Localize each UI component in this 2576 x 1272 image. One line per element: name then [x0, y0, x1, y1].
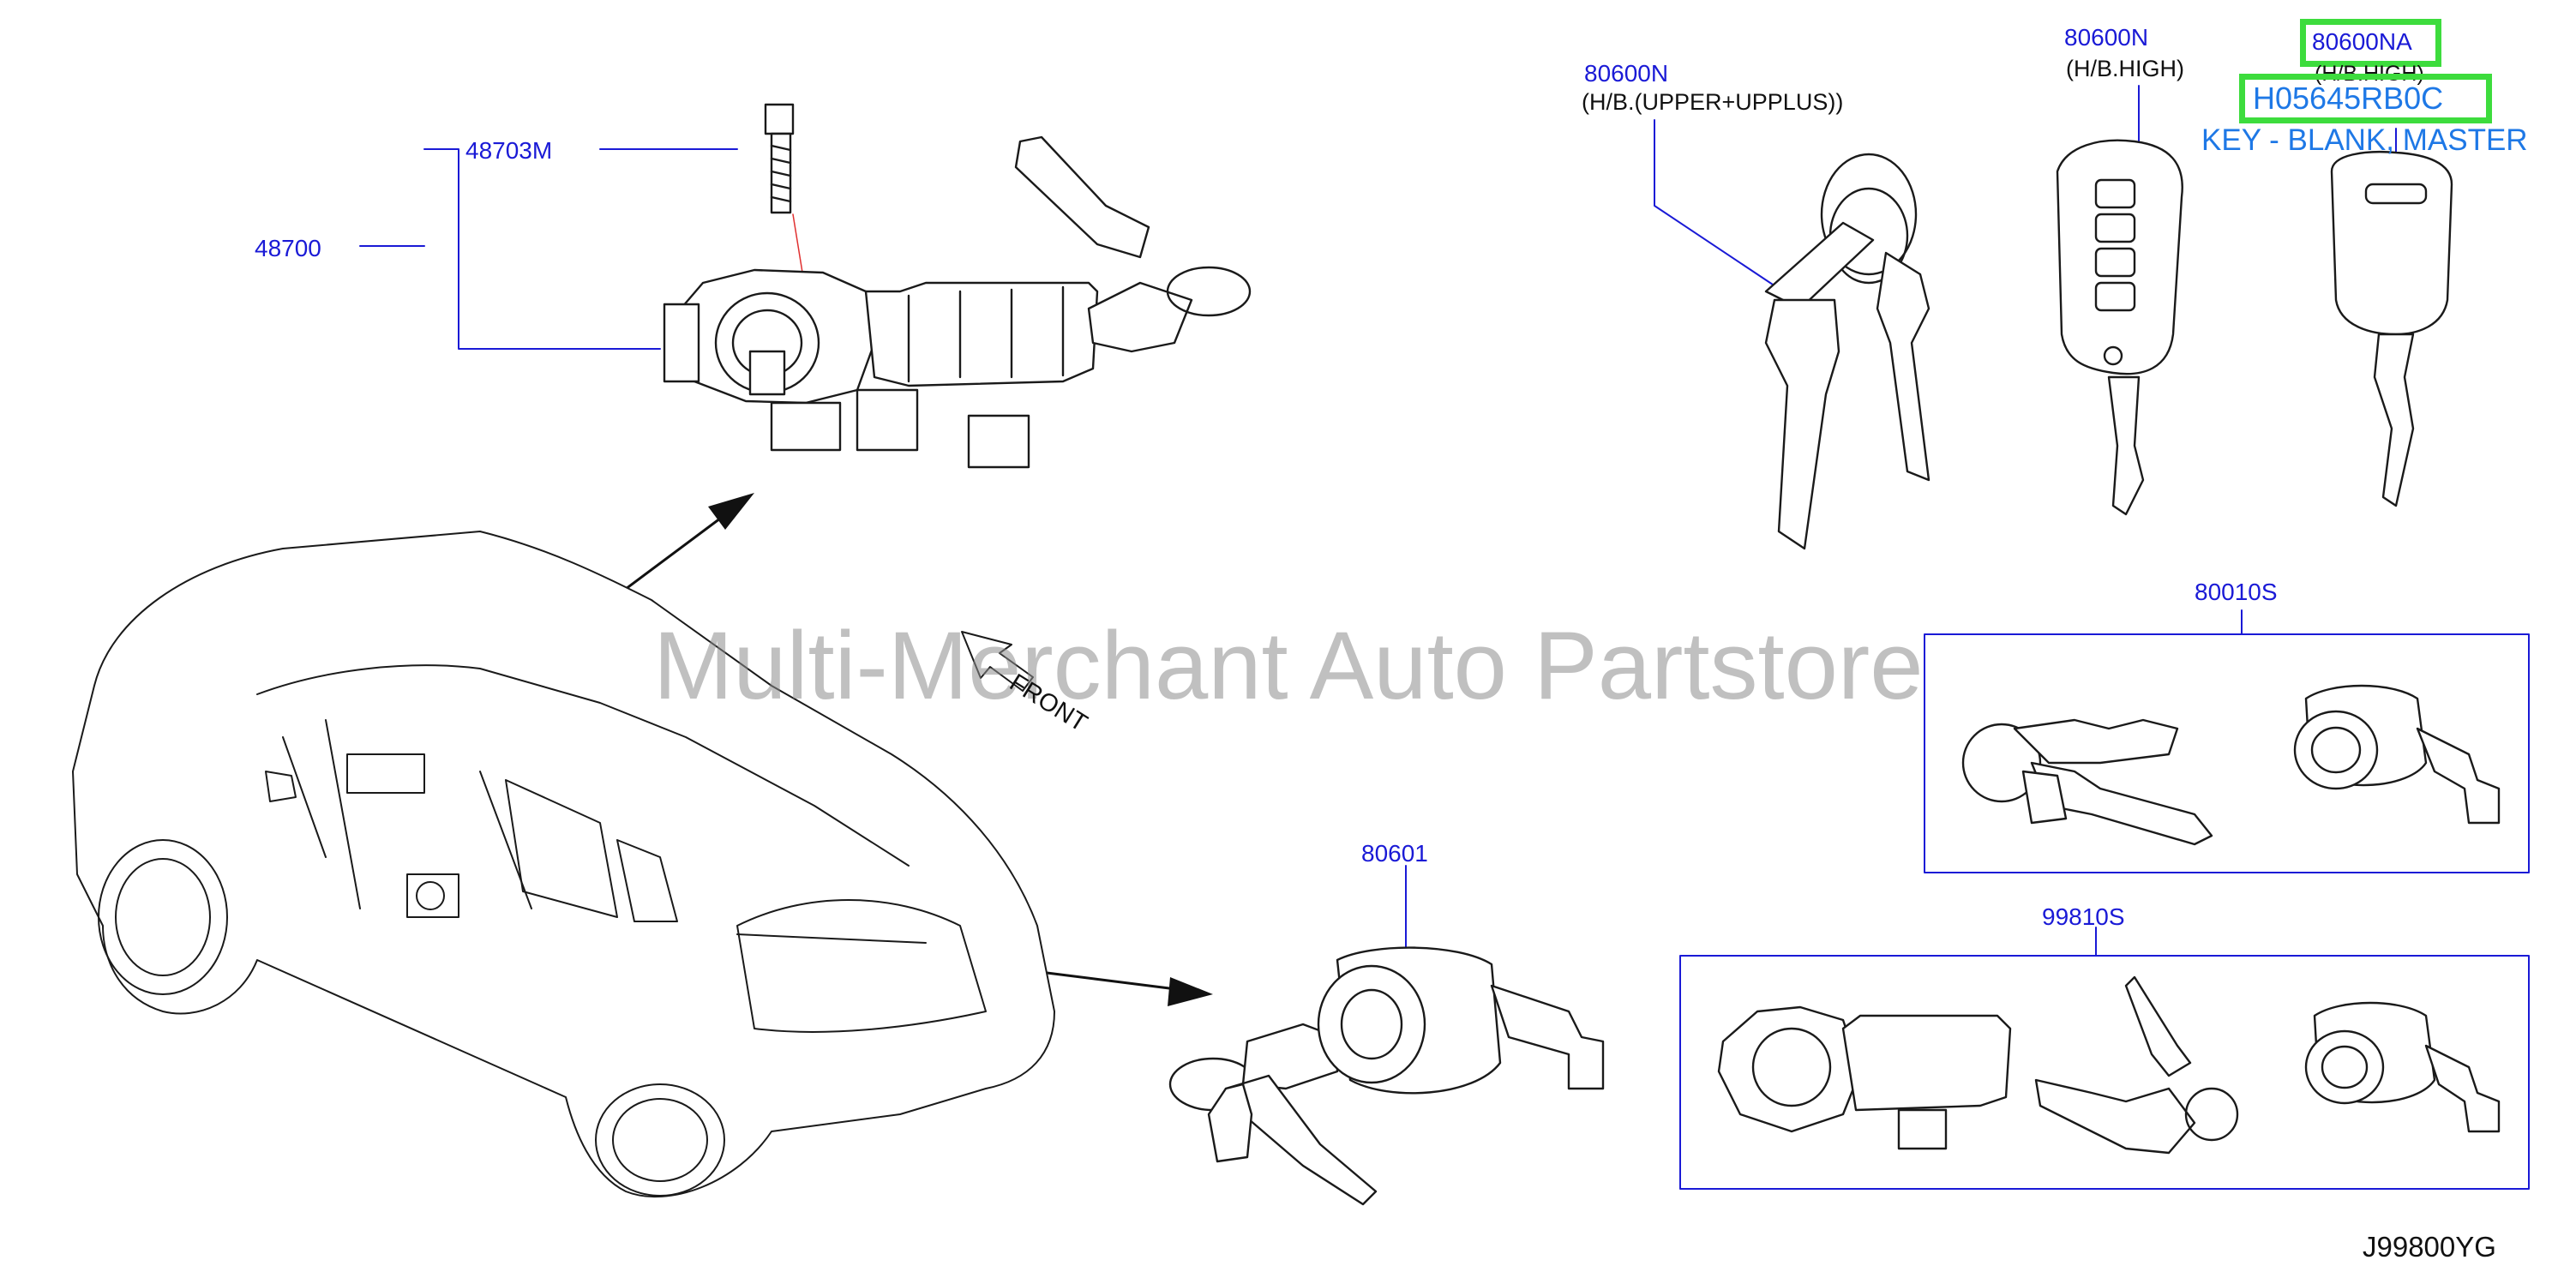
part-note-80600n-high: (H/B.HIGH) — [2066, 56, 2184, 81]
leader-80600n-a — [1654, 119, 1784, 292]
part-label-80601[interactable]: 80601 — [1361, 840, 1428, 867]
kit-box-99810s — [1679, 955, 2530, 1190]
part-label-80600n-upper[interactable]: 80600N — [1584, 60, 1669, 87]
vehicle-outline — [72, 531, 1055, 1198]
part-note-80600n-upper: (H/B.(UPPER+UPPLUS)) — [1582, 89, 1844, 115]
watermark: Multi-Merchant Auto Partstore — [653, 612, 1924, 719]
remote-key-fob — [2056, 139, 2183, 516]
part-label-48703m[interactable]: 48703M — [465, 137, 553, 164]
leader-lines — [359, 85, 2397, 957]
key-description: KEY - BLANK, MASTER — [2201, 123, 2528, 157]
door-lock-cylinder-80601 — [1168, 946, 1605, 1206]
leader-48700-bracket — [423, 148, 661, 350]
kit-99810s-contents — [1717, 975, 2501, 1155]
part-label-80600na[interactable]: 80600NA — [2312, 28, 2412, 55]
part-label-99810s[interactable]: 99810S — [2042, 903, 2125, 930]
diagram-code: J99800YG — [2363, 1231, 2496, 1263]
highlight-box-h05645rb0c — [2239, 74, 2492, 123]
front-arrow-icon — [961, 631, 1034, 692]
part-label-80600n-high[interactable]: 80600N — [2064, 24, 2149, 51]
highlight-box-80600na — [2300, 19, 2441, 67]
master-key-blank — [2330, 151, 2453, 507]
kit-box-80010s — [1924, 633, 2530, 873]
bolt-head — [764, 103, 795, 135]
ignition-switch-assembly — [663, 103, 1252, 469]
part-label-80010s[interactable]: 80010S — [2195, 579, 2278, 605]
kit-80010s-contents — [1961, 684, 2501, 846]
part-label-48700[interactable]: 48700 — [255, 235, 321, 261]
leader-80601 — [1371, 865, 1407, 952]
keyset-upper-upplus — [1764, 153, 1930, 550]
part-label-h05645rb0c[interactable]: H05645RB0C — [2253, 81, 2444, 116]
